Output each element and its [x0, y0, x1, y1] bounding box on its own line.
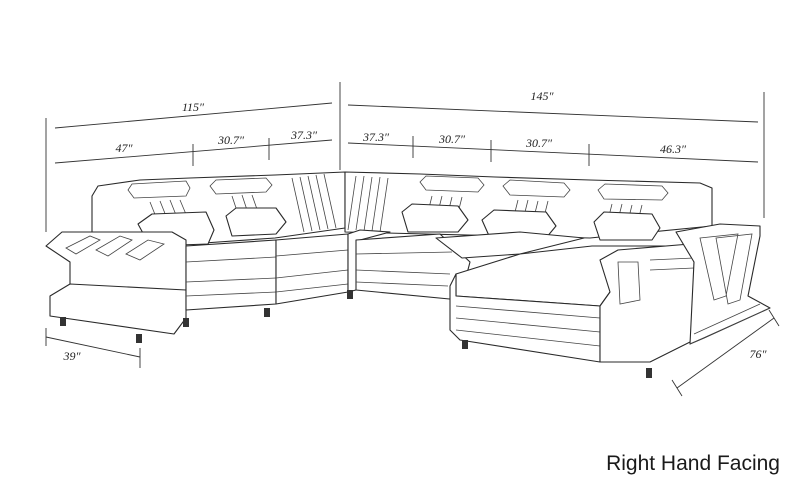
label-right-depth: 76″	[750, 347, 768, 361]
leg-left-mid	[136, 334, 142, 343]
leg-corner	[347, 290, 353, 299]
chaise-base-lines	[455, 305, 601, 347]
headrest-left-1	[127, 180, 191, 199]
seat-left-2-base-lines	[275, 269, 349, 293]
leg-chaise-left	[462, 340, 468, 349]
headrest-right-3	[597, 183, 669, 201]
tick-depth-right-a	[671, 379, 683, 397]
dim-line-left-depth	[45, 336, 141, 358]
leg-left-front	[60, 317, 66, 326]
label-left-total: 115″	[182, 100, 205, 114]
right-side-arm-base-lines	[689, 303, 771, 345]
label-right-seg-4: 46.3″	[660, 142, 687, 156]
right-armrest	[599, 243, 695, 363]
left-armrest-slats	[65, 235, 165, 261]
pillow-right-3	[593, 211, 661, 241]
label-right-total: 145″	[531, 89, 555, 103]
label-left-seg-2: 30.7″	[217, 133, 245, 147]
leg-chaise-right	[646, 368, 652, 378]
seat-left-2	[275, 233, 349, 305]
leg-seat-left	[183, 318, 189, 327]
tick-depth-right-b	[768, 309, 780, 327]
dimension-labels: 115″ 145″ 47″ 30.7″ 37.3″ 37.3″ 30.7″ 30…	[63, 89, 768, 363]
headrest-left-2	[209, 177, 273, 195]
seat-left-1-base-lines	[185, 277, 277, 297]
pillow-right-1	[401, 203, 469, 233]
right-side-arm	[675, 223, 771, 345]
pillow-left-2	[225, 207, 287, 237]
orientation-caption: Right Hand Facing	[606, 452, 780, 475]
label-right-seg-1: 37.3″	[362, 130, 390, 144]
right-side-arm-slats	[699, 233, 753, 305]
dim-line-right-depth	[676, 317, 775, 389]
seat-right-1-base-lines	[355, 269, 451, 287]
leg-seat-mid	[264, 308, 270, 317]
seat-left-1-edge	[185, 256, 277, 263]
sofa-drawing	[45, 171, 771, 378]
right-armrest-top-lines	[649, 257, 695, 271]
dim-line-right-segments	[347, 142, 759, 163]
seat-right-2	[435, 231, 585, 259]
headrest-right-1	[419, 175, 485, 193]
label-left-seg-1: 47″	[116, 141, 134, 155]
label-right-seg-3: 30.7″	[525, 136, 553, 150]
left-shelf	[49, 283, 187, 335]
label-left-depth: 39″	[63, 349, 82, 363]
headrest-right-2	[502, 179, 571, 198]
dim-line-right-total	[347, 104, 759, 123]
label-left-seg-3: 37.3″	[290, 128, 318, 142]
dimension-lines	[45, 82, 780, 397]
seat-left-2-edge	[275, 249, 349, 257]
label-right-seg-2: 30.7″	[438, 132, 466, 146]
right-armrest-cup	[617, 261, 641, 305]
seat-right-1-edge	[355, 251, 453, 255]
dim-line-left-total	[54, 102, 333, 129]
dim-line-left-segments	[54, 139, 333, 164]
seat-left-1	[185, 239, 277, 311]
